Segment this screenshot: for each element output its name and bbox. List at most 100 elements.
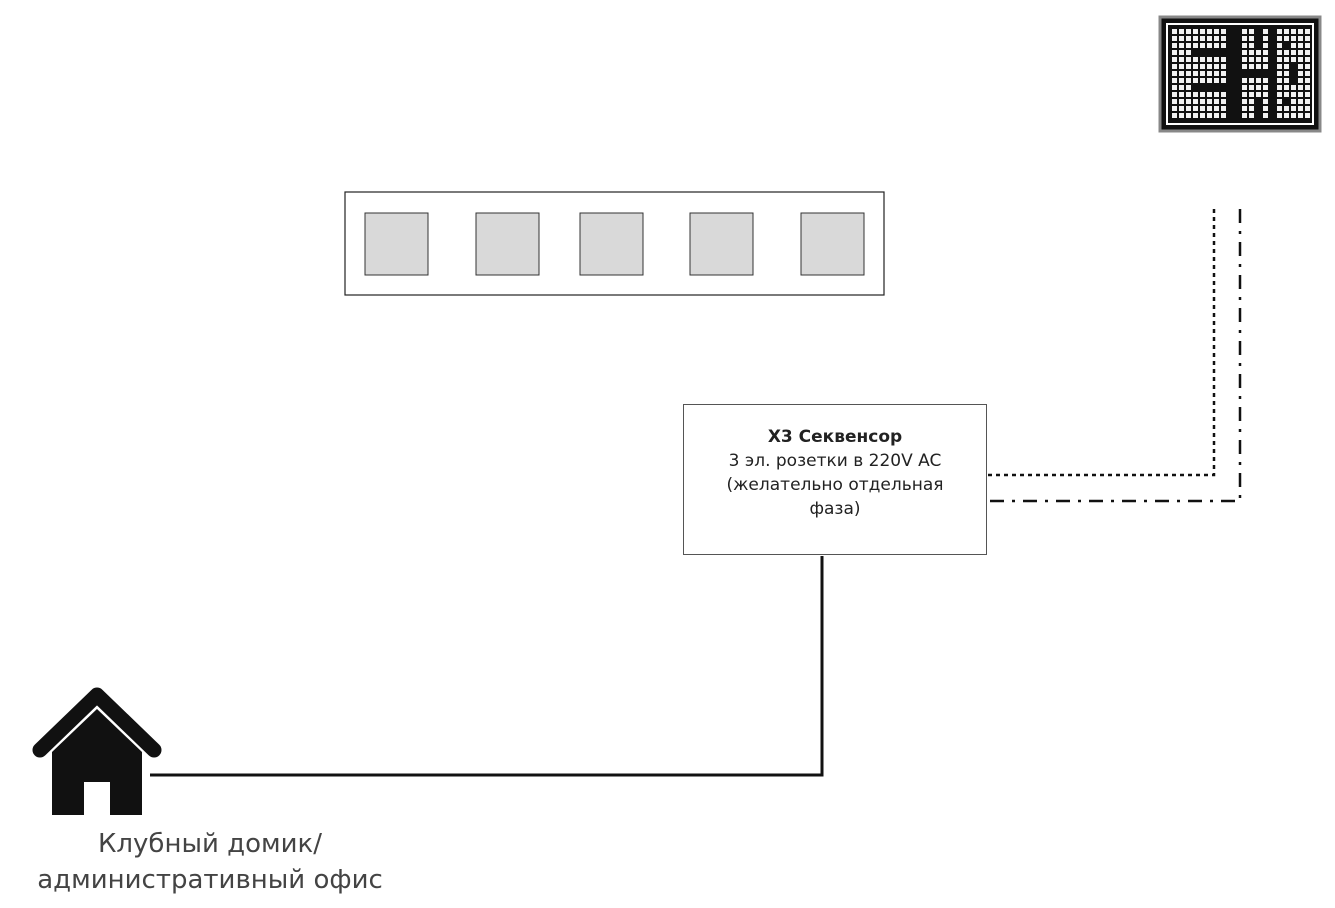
led-dot	[1263, 106, 1268, 111]
button-panel	[344, 191, 885, 296]
led-dot	[1214, 57, 1219, 62]
led-dot	[1305, 29, 1310, 34]
house-icon	[32, 687, 162, 815]
panel-button-2[interactable]	[475, 212, 540, 276]
led-dot	[1284, 78, 1289, 83]
led-dot	[1172, 71, 1177, 76]
led-dot	[1284, 29, 1289, 34]
led-dot	[1277, 85, 1282, 90]
led-dot	[1263, 50, 1268, 55]
led-dot	[1242, 92, 1247, 97]
led-dot	[1277, 50, 1282, 55]
led-dot	[1263, 78, 1268, 83]
led-dot	[1298, 106, 1303, 111]
led-dot	[1249, 50, 1254, 55]
led-dot	[1298, 36, 1303, 41]
led-dot	[1263, 92, 1268, 97]
led-dot	[1242, 106, 1247, 111]
led-dot	[1291, 50, 1296, 55]
led-dot	[1305, 36, 1310, 41]
led-dot	[1214, 64, 1219, 69]
led-dot	[1242, 64, 1247, 69]
led-dot	[1277, 71, 1282, 76]
led-dot	[1298, 50, 1303, 55]
clubhouse-label: Клубный домик/ административный офис	[0, 826, 420, 898]
led-dot	[1200, 57, 1205, 62]
led-dot	[1186, 43, 1191, 48]
led-dot	[1221, 99, 1226, 104]
led-dot	[1277, 78, 1282, 83]
led-dot	[1200, 113, 1205, 118]
led-dot	[1284, 85, 1289, 90]
led-dot	[1221, 36, 1226, 41]
panel-button-4[interactable]	[689, 212, 754, 276]
led-dot	[1186, 71, 1191, 76]
led-dot	[1207, 78, 1212, 83]
led-dot	[1179, 106, 1184, 111]
led-dot	[1221, 106, 1226, 111]
led-dot	[1193, 99, 1198, 104]
led-dot	[1186, 78, 1191, 83]
led-dot	[1221, 64, 1226, 69]
led-dot	[1305, 43, 1310, 48]
led-dot	[1172, 113, 1177, 118]
led-dot	[1207, 99, 1212, 104]
led-dot	[1200, 106, 1205, 111]
led-dot	[1214, 113, 1219, 118]
panel-button-5[interactable]	[800, 212, 865, 276]
led-dot	[1207, 64, 1212, 69]
led-dot	[1172, 36, 1177, 41]
led-dot	[1172, 50, 1177, 55]
led-dot	[1284, 92, 1289, 97]
led-dot	[1179, 57, 1184, 62]
led-dot	[1256, 78, 1261, 83]
led-dot	[1263, 85, 1268, 90]
led-dot	[1172, 99, 1177, 104]
led-dot	[1221, 78, 1226, 83]
led-dot	[1207, 92, 1212, 97]
led-dot	[1298, 85, 1303, 90]
led-dot	[1193, 36, 1198, 41]
led-dot	[1186, 29, 1191, 34]
led-dot	[1277, 92, 1282, 97]
led-dot	[1284, 50, 1289, 55]
led-dot	[1172, 85, 1177, 90]
led-dot	[1242, 36, 1247, 41]
led-dot	[1179, 78, 1184, 83]
led-dot	[1221, 57, 1226, 62]
led-dot	[1291, 92, 1296, 97]
led-dot	[1179, 113, 1184, 118]
led-dot	[1214, 36, 1219, 41]
led-dot	[1249, 36, 1254, 41]
led-dot	[1298, 57, 1303, 62]
led-dot	[1242, 43, 1247, 48]
led-dot	[1214, 99, 1219, 104]
led-dot	[1249, 113, 1254, 118]
led-dot	[1284, 71, 1289, 76]
led-dot	[1277, 29, 1282, 34]
led-dot	[1263, 29, 1268, 34]
panel-button-3[interactable]	[579, 212, 644, 276]
led-dot	[1298, 92, 1303, 97]
led-dot	[1172, 78, 1177, 83]
led-dot	[1242, 113, 1247, 118]
led-dot	[1179, 92, 1184, 97]
led-dot	[1242, 29, 1247, 34]
led-dot	[1221, 71, 1226, 76]
led-dot	[1200, 71, 1205, 76]
led-dot	[1291, 99, 1296, 104]
led-grid	[1172, 29, 1310, 118]
led-dot	[1256, 57, 1261, 62]
sequencer-outlets-text: 3 эл. розетки в 220V AC	[728, 451, 942, 471]
led-dot	[1298, 29, 1303, 34]
led-dot	[1263, 64, 1268, 69]
led-dot	[1214, 78, 1219, 83]
led-dot	[1277, 113, 1282, 118]
led-dot	[1277, 64, 1282, 69]
led-dot	[1277, 57, 1282, 62]
led-dot	[1179, 36, 1184, 41]
panel-button-1[interactable]	[364, 212, 429, 276]
led-dot	[1256, 64, 1261, 69]
led-dot	[1263, 113, 1268, 118]
led-dot	[1298, 113, 1303, 118]
